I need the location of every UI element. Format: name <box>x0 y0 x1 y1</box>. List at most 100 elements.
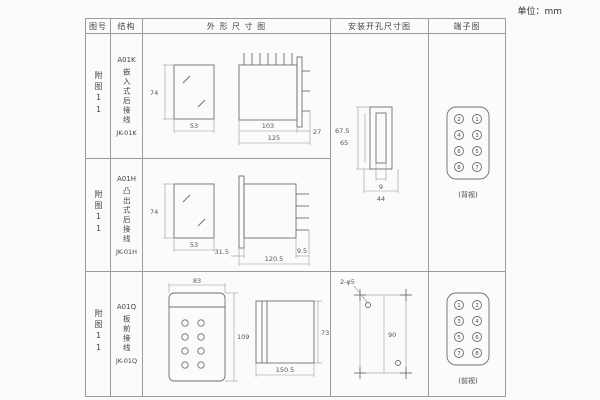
model-code: JK-01H <box>115 247 137 256</box>
side-view <box>238 175 309 248</box>
model-label: A01Q <box>116 303 137 311</box>
row-a01h: 附图11 A01H 凸出式后接线 JK-01H <box>85 158 506 272</box>
dimension-lines <box>255 300 322 377</box>
terminal-number: 5 <box>475 149 479 155</box>
model-label: A01H <box>117 174 136 183</box>
dim-stud-length: 9.5 <box>296 247 306 255</box>
fig-no-a01h: 附图11 <box>85 158 111 272</box>
terminal-diagram-rear: 2 1 4 3 6 5 8 7 (背视) <box>428 33 506 272</box>
spec-table: 图号 结构 外 形 尺 寸 图 安装开孔尺寸图 端子图 附图11 A01K 嵌入… <box>85 18 506 397</box>
terminal-number: 1 <box>475 117 479 123</box>
front-view <box>173 183 214 238</box>
dim-inner-height: 65 <box>340 139 348 147</box>
terminal-number: 6 <box>457 149 461 155</box>
dimension-lines <box>162 183 214 252</box>
dim-front-height: 74 <box>150 89 158 97</box>
cutout-rect <box>353 285 412 379</box>
dimension-lines <box>238 110 310 145</box>
dimension-lines <box>355 106 398 193</box>
model-label: A01K <box>117 55 136 64</box>
dim-body-depth: 103 <box>261 122 273 130</box>
dim-flange-depth: 27 <box>313 128 321 136</box>
terminal-circles <box>453 299 482 358</box>
outline-drawing-a01q: 83 109 150.5 73 <box>168 277 329 381</box>
terminal-number: 4 <box>475 319 479 325</box>
outline-drawing-a01h: 74 53 31.5 9.5 <box>150 175 309 266</box>
terminal-number: 3 <box>457 319 461 325</box>
fig-no-label: 附图11 <box>94 309 103 355</box>
panel-cutout <box>369 106 392 169</box>
terminal-drawing-rear: 2 1 4 3 6 5 8 7 (背视) <box>446 106 489 199</box>
dimension-lines <box>168 282 238 381</box>
row-a01k: 附图11 A01K 嵌入式后接线 JK-01K <box>85 33 506 272</box>
terminal-block-outline <box>446 106 489 179</box>
front-view <box>168 292 225 381</box>
header-mounting: 安装开孔尺寸图 <box>330 18 429 34</box>
dim-front-width: 53 <box>189 241 197 249</box>
terminal-number: 2 <box>475 303 479 309</box>
mounting-drawing-rear: 67.5 65 9 44 <box>335 106 398 203</box>
dim-front-height: 109 <box>237 333 249 341</box>
terminal-drawing-front: 1 2 3 4 5 6 7 8 (前视) <box>446 292 489 385</box>
dim-front-height: 74 <box>150 208 158 216</box>
view-label-front: (前视) <box>458 376 478 385</box>
model-code: JK-01K <box>116 128 137 137</box>
terminal-number: 7 <box>457 351 461 357</box>
dim-height: 90 <box>388 331 396 339</box>
terminal-number: 7 <box>475 165 479 171</box>
structure-a01k: A01K 嵌入式后接线 JK-01K <box>110 33 143 159</box>
mounting-hole-rear: 67.5 65 9 44 <box>330 33 429 272</box>
terminal-number: 1 <box>457 303 461 309</box>
terminal-number: 2 <box>457 117 461 123</box>
side-view <box>238 52 310 127</box>
outline-a01h: 74 53 31.5 9.5 <box>142 158 331 272</box>
terminal-number: 8 <box>475 351 479 357</box>
header-structure: 结构 <box>110 18 143 34</box>
header-outline: 外 形 尺 寸 图 <box>142 18 331 34</box>
dim-overall-depth: 150.5 <box>275 366 294 374</box>
header-fig-no: 图号 <box>85 18 111 34</box>
terminal-number: 4 <box>457 133 461 139</box>
terminal-diagram-front: 1 2 3 4 5 6 7 8 (前视) <box>428 271 506 397</box>
terminal-number: 3 <box>475 133 479 139</box>
dim-overall-width: 44 <box>376 195 384 203</box>
front-view <box>173 64 214 119</box>
view-label-back: (背视) <box>458 190 478 199</box>
structure-a01q: A01Q 板前接线 JK-01Q <box>110 271 143 397</box>
mounting-drawing-front: 2-φ5 90 <box>340 278 412 379</box>
fig-no-a01q: 附图11 <box>85 271 111 397</box>
mounting-hole-front: 2-φ5 90 <box>330 271 429 397</box>
row-a01q: 附图11 A01Q 板前接线 JK-01Q <box>85 271 506 397</box>
dim-front-width: 83 <box>192 277 200 285</box>
terminal-block-outline <box>446 292 489 365</box>
dimension-lines <box>230 229 309 266</box>
header-terminal: 端子图 <box>428 18 506 34</box>
dim-overall-depth: 120.5 <box>264 255 283 263</box>
hole-callout: 2-φ5 <box>340 278 355 286</box>
terminal-number: 6 <box>475 335 479 341</box>
outline-a01q: 83 109 150.5 73 <box>142 271 331 397</box>
dim-outer-height: 67.5 <box>335 127 349 135</box>
unit-label: 单位：mm <box>517 7 562 17</box>
dimension-lines <box>162 64 214 133</box>
header-row: 图号 结构 外 形 尺 寸 图 安装开孔尺寸图 端子图 <box>85 18 506 34</box>
structure-a01h: A01H 凸出式后接线 JK-01H <box>110 158 143 272</box>
dim-side-height: 73 <box>321 329 329 337</box>
dim-front-width: 53 <box>189 122 197 130</box>
fig-no-label: 附图11 <box>94 71 103 117</box>
terminal-circles <box>453 113 482 172</box>
side-view <box>255 300 314 363</box>
fig-no-a01k: 附图11 <box>85 33 111 159</box>
structure-desc: 凸出式后接线 <box>122 186 132 244</box>
dim-flange-depth: 31.5 <box>214 248 228 256</box>
terminal-number: 5 <box>457 335 461 341</box>
outline-a01k: 74 53 <box>142 33 331 159</box>
structure-desc: 板前接线 <box>122 315 132 353</box>
outline-drawing-a01k: 74 53 <box>150 52 321 145</box>
dim-slot-width: 9 <box>378 183 382 191</box>
model-code: JK-01Q <box>115 357 138 365</box>
terminal-number: 8 <box>457 165 461 171</box>
structure-desc: 嵌入式后接线 <box>122 67 132 125</box>
fig-no-label: 附图11 <box>94 190 103 236</box>
dim-overall-depth: 125 <box>267 134 279 142</box>
